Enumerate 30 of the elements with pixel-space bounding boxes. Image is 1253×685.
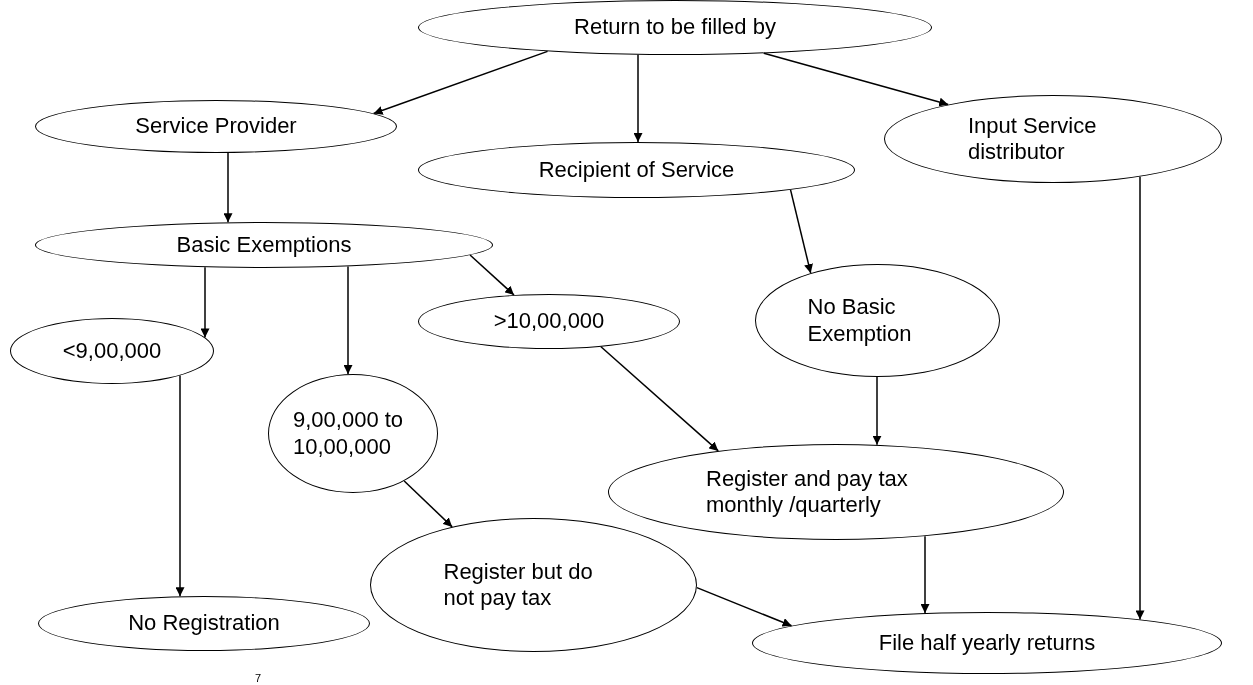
- arrow: [175, 374, 185, 598]
- arrow: [1135, 175, 1145, 621]
- ellipse-node: [268, 374, 438, 493]
- arrow: [223, 152, 233, 224]
- arrow: [920, 535, 930, 614]
- node-label: Recipient of Service: [538, 156, 735, 184]
- arrow: [469, 254, 515, 296]
- arrow: [789, 189, 813, 274]
- node-label: Input Service distributor: [968, 112, 1098, 166]
- node-label: Register and pay tax monthly /quarterly: [706, 465, 909, 519]
- arrow: [343, 265, 353, 375]
- arrow: [403, 480, 453, 528]
- node-label: Register but do not pay tax: [443, 558, 594, 612]
- node-label: Basic Exemptions: [176, 231, 352, 259]
- arrow: [633, 53, 643, 143]
- node-label: File half yearly returns: [878, 629, 1096, 657]
- node-label: No Registration: [128, 610, 280, 637]
- arrow: [696, 586, 793, 627]
- page-number: 7: [255, 672, 262, 684]
- node-label: Service Provider: [135, 113, 297, 140]
- node-label: <9,00,000: [62, 337, 162, 365]
- node-label: >10,00,000: [493, 308, 605, 335]
- arrow: [872, 376, 882, 446]
- node-label: No Basic Exemption: [807, 294, 913, 347]
- arrow: [763, 52, 949, 107]
- node-label: 9,00,000 to 10,00,000: [293, 407, 405, 460]
- arrow: [200, 266, 210, 339]
- arrow: [372, 50, 549, 115]
- arrow: [600, 346, 719, 452]
- node-label: Return to be filled by: [574, 14, 776, 41]
